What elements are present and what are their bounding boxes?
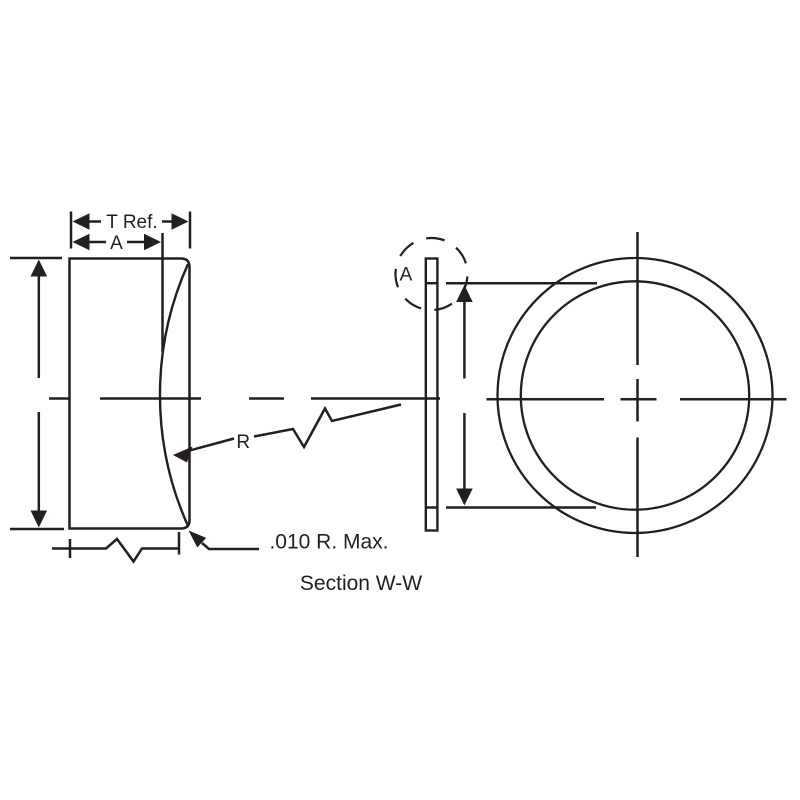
svg-text:Section W-W: Section W-W [300, 572, 422, 595]
svg-text:A: A [400, 265, 413, 286]
svg-text:.010 R. Max.: .010 R. Max. [269, 531, 388, 554]
svg-text:R: R [236, 432, 250, 453]
svg-text:A: A [110, 233, 123, 254]
svg-text:T Ref.: T Ref. [106, 212, 157, 233]
